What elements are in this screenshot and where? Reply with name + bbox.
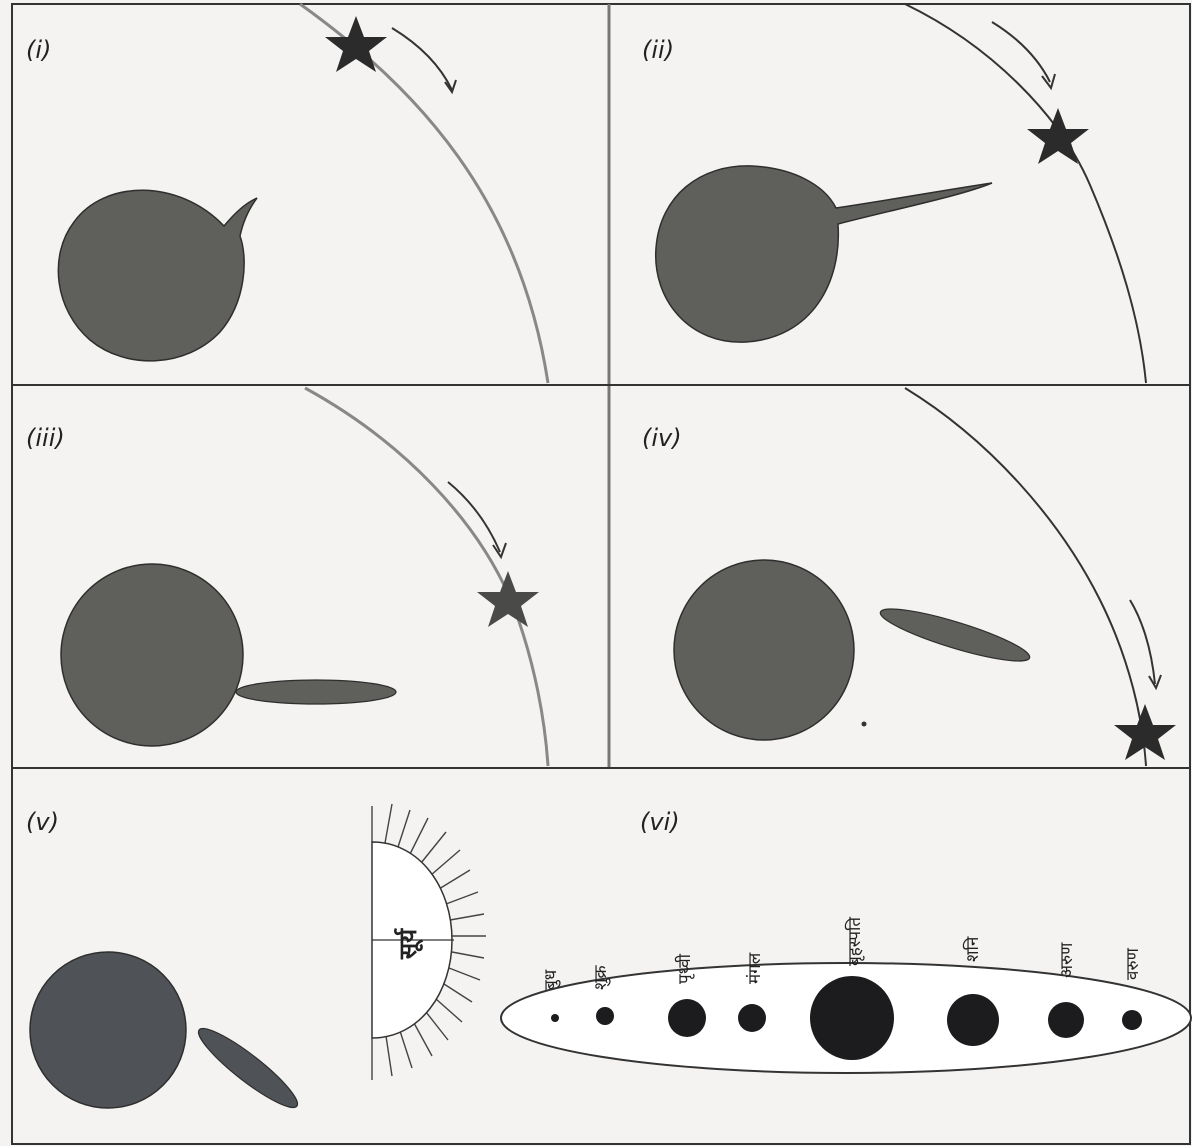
planet-body [656, 166, 992, 342]
direction-arrow [392, 28, 452, 90]
panel-vi: (vi) बुध शुक्र पृथ्वी मंगल बृहस्पति शनि … [501, 808, 1191, 1073]
direction-arrow [1130, 600, 1155, 684]
planet-dot-uranus [1048, 1002, 1084, 1038]
star-icon [1027, 108, 1089, 164]
panel-label-i: (i) [26, 36, 51, 64]
panel-label-v: (v) [26, 808, 59, 836]
planet-dot-mars [738, 1004, 766, 1032]
planet-label-venus: शुक्र [591, 964, 611, 990]
planet-label-mercury: बुध [541, 969, 561, 990]
panel-label-vi: (vi) [640, 808, 680, 836]
planet-dot-neptune [1122, 1010, 1142, 1030]
debris-fragment [877, 600, 1034, 670]
star-icon [477, 571, 539, 627]
debris-fragment [236, 680, 396, 704]
debris-speck [862, 722, 867, 727]
earth-body [30, 952, 186, 1108]
planet-dot-jupiter [810, 976, 894, 1060]
planet-label-uranus: अरुण [1057, 942, 1077, 978]
panel-label-ii: (ii) [642, 36, 674, 64]
star-icon [325, 16, 387, 72]
planet-body [58, 190, 257, 361]
direction-arrow [992, 22, 1050, 82]
moon-fragment [191, 1020, 305, 1117]
planet-body [61, 564, 243, 746]
planet-label-jupiter: बृहस्पति [844, 917, 865, 966]
planet-label-saturn: शनि [962, 936, 983, 962]
planet-dot-saturn [947, 994, 999, 1046]
panel-iii: (iii) [26, 388, 548, 766]
direction-arrow [448, 482, 500, 552]
panel-label-iv: (iv) [642, 424, 682, 452]
panel-label-iii: (iii) [26, 424, 65, 452]
orbit-arc [305, 388, 548, 766]
planet-dot-venus [596, 1007, 614, 1025]
planet-label-mars: मंगल [745, 952, 765, 984]
planet-dot-mercury [551, 1014, 559, 1022]
planet-dot-earth [668, 999, 706, 1037]
orbit-arc [905, 388, 1146, 766]
panel-i: (i) [26, 4, 548, 383]
planet-body [674, 560, 854, 740]
sun-label: सूर्य [394, 928, 424, 960]
orbit-arc [300, 4, 548, 383]
planet-label-earth: पृथ्वी [674, 953, 695, 984]
panel-ii: (ii) [642, 4, 1146, 383]
planet-label-neptune: वरुण [1123, 947, 1143, 980]
panel-v: (v) सूर्य [26, 804, 486, 1116]
panel-iv: (iv) [642, 388, 1176, 766]
